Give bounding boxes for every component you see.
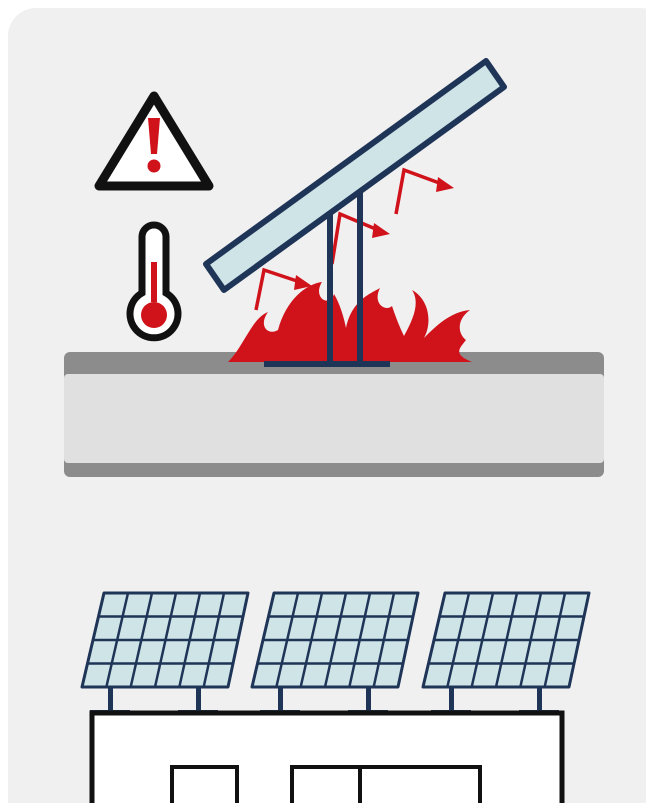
building-window: [172, 767, 237, 803]
building-icon: [92, 713, 562, 803]
roof-slab: [64, 352, 604, 477]
building-door: [292, 767, 480, 803]
